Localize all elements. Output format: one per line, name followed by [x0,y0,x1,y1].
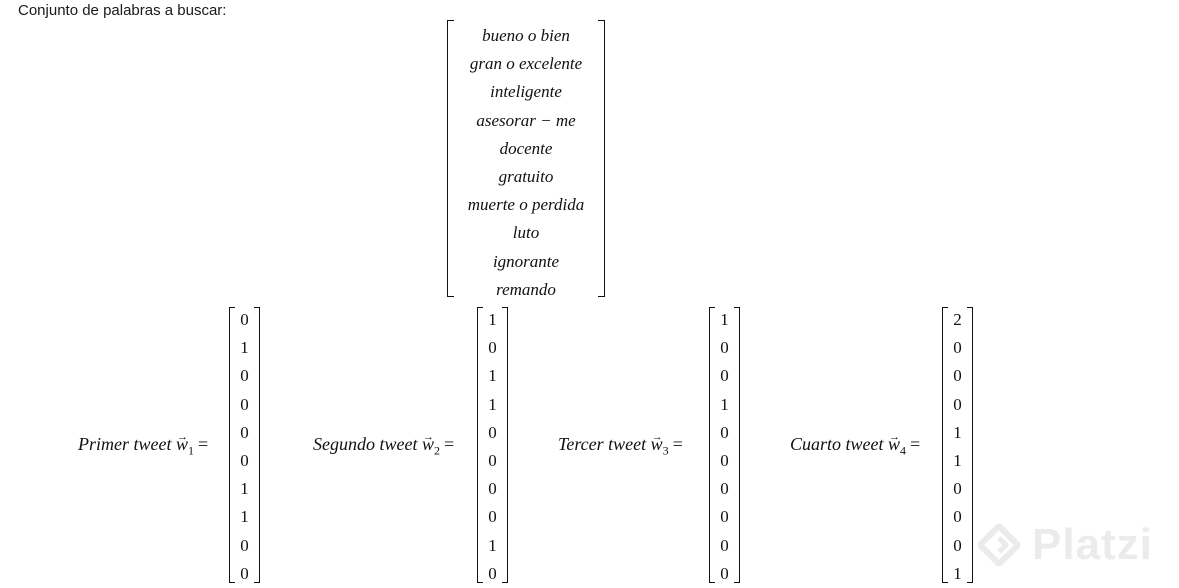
vector-entry: 0 [240,563,249,583]
vector-entry: 1 [953,563,962,583]
vector-entry: 0 [953,338,962,358]
vector-entry: 1 [240,479,249,499]
word-item: asesorar − me [476,110,576,130]
vector-entry: 0 [488,422,497,442]
tweet-name: Cuarto tweet [790,434,884,454]
vector-entry: 0 [720,450,729,470]
tweet-label-3: Tercer tweet →w3= [558,431,683,463]
word-list: bueno o bien gran o excelente inteligente a… [455,22,597,304]
vector-entry: 1 [488,535,497,555]
vector-entry: 1 [720,394,729,414]
word-item: luto [512,223,540,243]
vector-arrow-icon: → [176,431,188,443]
vector-arrow-icon: → [889,431,900,443]
left-bracket [447,20,454,297]
tweet-label-2: Segundo tweet →w2 = [313,431,455,463]
word-item: inteligente [490,82,562,102]
vector-arrow-icon: → [651,431,663,443]
vector-entry: 0 [240,450,249,470]
vector-values: 0 1 0 0 0 0 1 1 0 0 [233,306,256,588]
vector-arrow-icon: → [422,431,434,443]
equals-sign: = [198,434,209,454]
word-item: gratuito [498,166,554,186]
vector-entry: 1 [953,450,962,470]
vector-index: 2 [434,443,440,458]
right-bracket [967,307,973,583]
vector-entry: 0 [240,310,249,329]
tweet-vector-4: 2 0 0 0 1 1 0 0 0 1 [942,307,973,583]
vector-entry: 0 [488,479,497,499]
vector-entry: 0 [488,563,497,583]
vector-entry: 1 [240,338,249,358]
word-item: gran o excelente [469,54,583,74]
vector-entry: 0 [240,535,249,555]
vector-values: 1 0 0 1 0 0 0 0 0 0 [713,306,736,588]
vector-entry: 0 [720,422,729,442]
vector-entry: 0 [720,366,729,386]
vector-entry: 1 [720,310,729,329]
vector-entry: 0 [953,366,962,386]
right-bracket [254,307,260,583]
platzi-logo-icon [978,524,1020,566]
platzi-logo-text: Platzi [1032,520,1153,569]
vector-entry: 0 [488,338,497,358]
vector-index: 4 [900,443,907,458]
tweet-name: Segundo tweet [313,434,418,454]
vector-index: 3 [662,443,669,458]
vector-entry: 0 [720,479,729,499]
vector-entry: 0 [720,338,729,358]
vector-entry: 0 [720,507,729,527]
tweet-vector-1: 0 1 0 0 0 0 1 1 0 0 [229,307,260,583]
left-bracket [942,307,948,583]
word-item: docente [499,138,553,158]
vector-entry: 0 [953,479,962,499]
word-item: muerte o perdida [467,195,585,215]
vector-symbol: →w [651,431,663,454]
vector-entry: 1 [488,310,497,329]
left-bracket [709,307,715,583]
vector-symbol: →w [888,431,900,454]
word-item: remando [496,279,556,299]
tweet-name: Primer tweet [78,434,172,454]
equals-sign: = [910,434,921,454]
word-item: bueno o bien [482,26,570,45]
tweet-vector-3: 1 0 0 1 0 0 0 0 0 0 [709,307,740,583]
vector-entry: 0 [240,422,249,442]
word-matrix: bueno o bien gran o excelente inteligente a… [447,20,605,299]
right-bracket [598,20,605,297]
vector-entry: 0 [488,450,497,470]
vector-entry: 0 [953,394,962,414]
word-item: ignorante [492,251,560,271]
vector-entry: 0 [720,535,729,555]
equals-sign: = [444,434,455,454]
right-bracket [734,307,740,583]
platzi-watermark: Platzi [978,515,1153,575]
vector-entry: 1 [240,507,249,527]
vector-symbol: →w [422,431,434,454]
vector-entry: 1 [953,422,962,442]
vector-index: 1 [188,443,194,458]
equals-sign: = [672,434,683,454]
tweet-label-4: Cuarto tweet →w4= [790,431,921,463]
tweet-label-1: Primer tweet →w1 = [78,431,209,463]
tweet-vector-2: 1 0 1 1 0 0 0 0 1 0 [477,307,508,583]
vector-entry: 0 [953,535,962,555]
vector-entry: 2 [953,310,962,329]
right-bracket [502,307,508,583]
page-heading: Conjunto de palabras a buscar: [18,2,227,19]
vector-entry: 0 [240,366,249,386]
vector-values: 2 0 0 0 1 1 0 0 0 1 [946,306,969,588]
tweet-name: Tercer tweet [558,434,647,454]
left-bracket [477,307,483,583]
vector-symbol: →w [176,431,188,454]
vector-entry: 0 [488,507,497,527]
vector-entry: 0 [953,507,962,527]
left-bracket [229,307,235,583]
vector-values: 1 0 1 1 0 0 0 0 1 0 [481,306,504,588]
vector-entry: 1 [488,394,497,414]
vector-entry: 1 [488,366,497,386]
vector-entry: 0 [720,563,729,583]
vector-entry: 0 [240,394,249,414]
